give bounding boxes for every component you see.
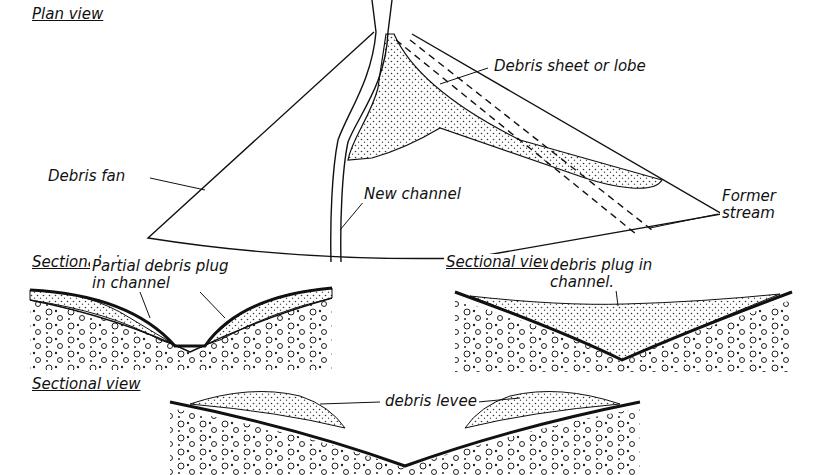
leader-line bbox=[340, 200, 365, 230]
section-bottom bbox=[170, 392, 640, 475]
view-heading: Sectional view bbox=[444, 254, 556, 271]
view-heading: Plan view bbox=[30, 6, 105, 23]
debris-lobe bbox=[348, 34, 662, 188]
part-label: debris levee bbox=[383, 393, 479, 410]
new-channel-bank bbox=[341, 0, 392, 262]
view-heading: Sectional view bbox=[30, 376, 142, 393]
leader-line bbox=[320, 402, 380, 404]
leader-line bbox=[140, 292, 150, 318]
part-label: New channel bbox=[362, 186, 463, 203]
leader-line bbox=[200, 292, 225, 318]
section-left bbox=[30, 288, 332, 370]
part-label: Debris fan bbox=[46, 168, 127, 185]
leader-line bbox=[650, 214, 718, 228]
leader-line bbox=[440, 68, 488, 84]
section-right bbox=[455, 282, 792, 372]
part-label: Former stream bbox=[720, 188, 816, 222]
part-label: Debris sheet or lobe bbox=[492, 58, 648, 75]
part-label: Partial debris plug in channel bbox=[90, 258, 244, 292]
leader-line bbox=[150, 178, 205, 190]
debris-fan-outline bbox=[148, 32, 722, 259]
leader-line bbox=[478, 398, 520, 402]
part-label: debris plug in channel. bbox=[548, 257, 702, 291]
plan-view-drawing bbox=[148, 0, 722, 262]
